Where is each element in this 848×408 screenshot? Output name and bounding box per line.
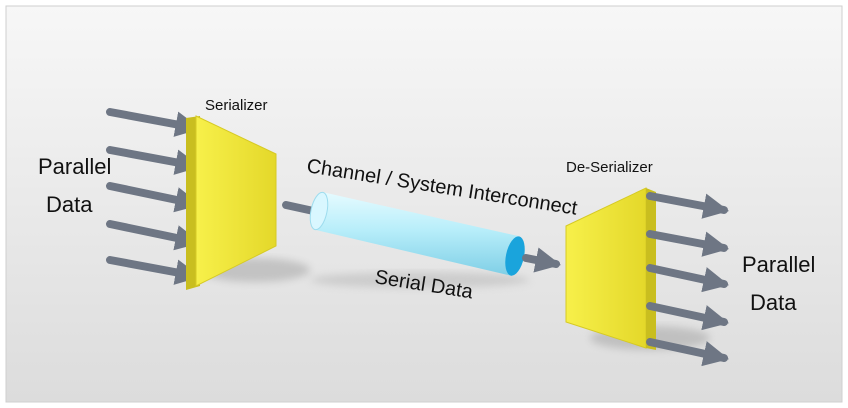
- output-arrow: [646, 302, 730, 331]
- cable-end-cap: [505, 236, 525, 276]
- deserializer-label: De-Serializer: [566, 159, 653, 176]
- input-label-line1: Parallel: [38, 154, 111, 179]
- input-label-line2: Data: [46, 192, 93, 217]
- output-label-line1: Parallel: [742, 252, 815, 277]
- cable-body: [316, 192, 518, 276]
- cable-start-cap: [309, 191, 329, 231]
- serializer-block: [186, 115, 277, 290]
- output-label-line2: Data: [750, 290, 797, 315]
- input-arrow: [106, 146, 202, 175]
- input-arrow: [106, 108, 202, 137]
- output-arrow: [646, 230, 730, 257]
- channel-cable: [309, 191, 525, 276]
- background-panel: [5, 5, 843, 403]
- output-arrow: [646, 192, 730, 219]
- cable-shadow: [310, 272, 530, 288]
- output-arrow: [646, 264, 730, 293]
- serial-output-arrow: [522, 247, 562, 273]
- input-arrows: [106, 108, 202, 285]
- serializer-face: [195, 115, 277, 287]
- output-arrows: [646, 192, 730, 367]
- serializer-label: Serializer: [205, 97, 268, 114]
- input-arrow: [106, 182, 202, 213]
- output-arrow: [646, 338, 730, 367]
- input-arrow: [106, 256, 202, 285]
- input-arrow: [106, 220, 202, 251]
